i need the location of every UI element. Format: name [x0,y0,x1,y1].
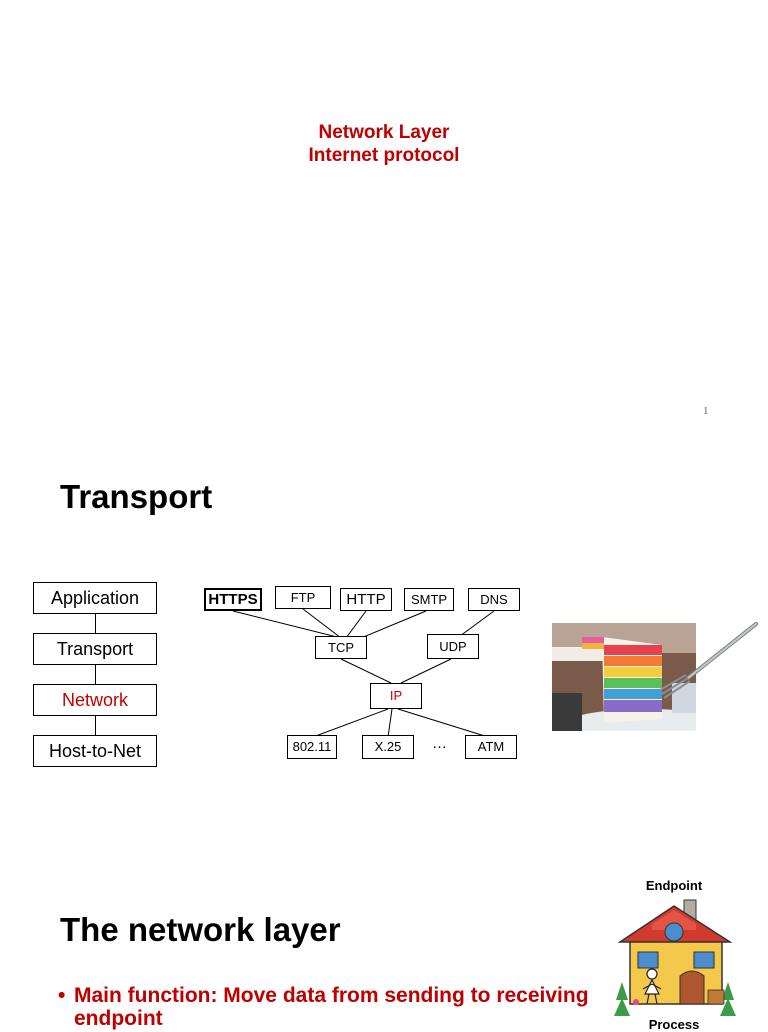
protocol-node-ip: IP [370,683,422,709]
protocol-node-x25: X.25 [362,735,414,759]
fork-icon [659,622,758,699]
layered-cake-image [552,623,696,731]
protocol-node-smtp: SMTP [404,588,454,611]
slide-title-line-1: Network Layer [318,122,450,143]
stack-connector [95,614,96,634]
stack-layer-host-to-net: Host-to-Net [33,735,157,767]
slide-title: The network layer [60,911,341,948]
page-number: 1 [703,405,709,417]
house-icon [614,899,736,1016]
stack-layer-application: Application [33,582,157,614]
protocol-node-atm: ATM [465,735,517,759]
slide-title: Transport [60,478,213,515]
transport-slide: Transport Application Transport Network … [0,440,768,860]
process-label: Process [648,1017,700,1032]
protocol-node-tcp: TCP [315,636,367,659]
protocol-node-dns: DNS [468,588,520,611]
stack-connector [95,665,96,685]
protocol-tree-lines [232,608,495,738]
network-layer-slide: The network layer • Main function: Move … [0,860,768,1032]
stack-layer-network: Network [33,684,157,716]
protocol-node-https: HTTPS [204,588,262,611]
stack-layer-transport: Transport [33,633,157,665]
bullet-dot: • [58,984,66,1007]
protocol-node-80211: 802.11 [287,735,337,759]
title-slide: Network Layer Internet protocol 1 [0,0,768,440]
protocol-node-udp: UDP [427,634,479,659]
protocol-node-ftp: FTP [275,586,331,609]
endpoint-label: Endpoint [645,878,703,893]
stack-connector [95,716,96,736]
slide-title-line-2: Internet protocol [308,145,460,166]
bullet-text: Main function: Move data from sending to… [74,984,589,1030]
protocol-node-http: HTTP [340,588,392,611]
protocol-ellipsis: … [432,735,447,752]
